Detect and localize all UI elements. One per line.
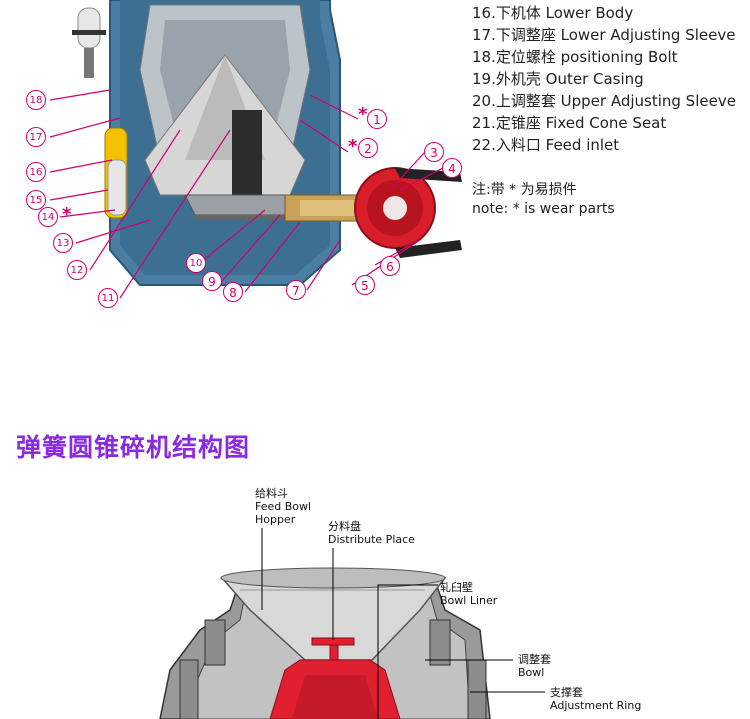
callout-badge-6: 6 (380, 256, 400, 276)
spring-cone-crusher-section-diagram (159, 528, 545, 719)
legend-item: 21.定锥座 Fixed Cone Seat (472, 114, 667, 132)
callout-badge-18: 18 (26, 90, 46, 110)
label-feed-bowl-hopper: 给料斗 Feed Bowl Hopper (255, 487, 312, 526)
callout-badge-13: 13 (53, 233, 73, 253)
legend-item: 22.入料口 Feed inlet (472, 136, 620, 154)
label-distribute-place: 分料盘 Distribute Place (328, 520, 415, 546)
callout-badge-16: 16 (26, 162, 46, 182)
bevel-gear (184, 194, 296, 220)
legend-item: 19.外机壳 Outer Casing (472, 70, 644, 88)
legend-item: 20.上调整套 Upper Adjusting Sleeve (472, 92, 736, 110)
callout-badge-1: 1 (367, 109, 387, 129)
callout-badge-7: 7 (286, 280, 306, 300)
side-brackets (179, 619, 487, 719)
legend-item: 18.定位螺栓 positioning Bolt (472, 48, 678, 66)
legend-item: 16.下机体 Lower Body (472, 4, 634, 22)
label-bowl: 调整套 Bowl (518, 653, 551, 679)
callout-badge-3: 3 (424, 142, 444, 162)
section-title: 弹簧圆锥碎机结构图 (16, 433, 251, 462)
callout-badge-2: 2 (358, 138, 378, 158)
label-leader-lines (261, 528, 545, 719)
legend-item: 17.下调整座 Lower Adjusting Sleeve (472, 26, 736, 44)
callout-badge-14: 14 (38, 207, 58, 227)
callout-badge-12: 12 (67, 260, 87, 280)
wear-mark: * (348, 136, 358, 157)
v-belt-pulley (354, 167, 462, 258)
callout-badge-11: 11 (98, 288, 118, 308)
bowl-liner (269, 659, 401, 719)
callout-badge-4: 4 (442, 158, 462, 178)
callout-badge-9: 9 (202, 271, 222, 291)
cone-crusher-cutaway-diagram (49, 0, 462, 299)
callout-badge-10: 10 (186, 253, 206, 273)
label-bowl-liner: 轧臼壁 Bowl Liner (440, 581, 498, 607)
hydraulic-cylinder-top (72, 7, 106, 78)
callout-badge-17: 17 (26, 127, 46, 147)
callout-badge-5: 5 (355, 275, 375, 295)
wear-mark: * (358, 104, 368, 125)
note-en: note: * is wear parts (472, 201, 615, 217)
label-adjustment-ring: 支撑套 Adjustment Ring (550, 686, 642, 712)
callout-badge-15: 15 (26, 190, 46, 210)
callout-badge-8: 8 (223, 282, 243, 302)
main-shaft (232, 110, 262, 210)
wear-mark: * (62, 204, 72, 225)
note-zh: 注:带 * 为易损件 (472, 182, 577, 198)
